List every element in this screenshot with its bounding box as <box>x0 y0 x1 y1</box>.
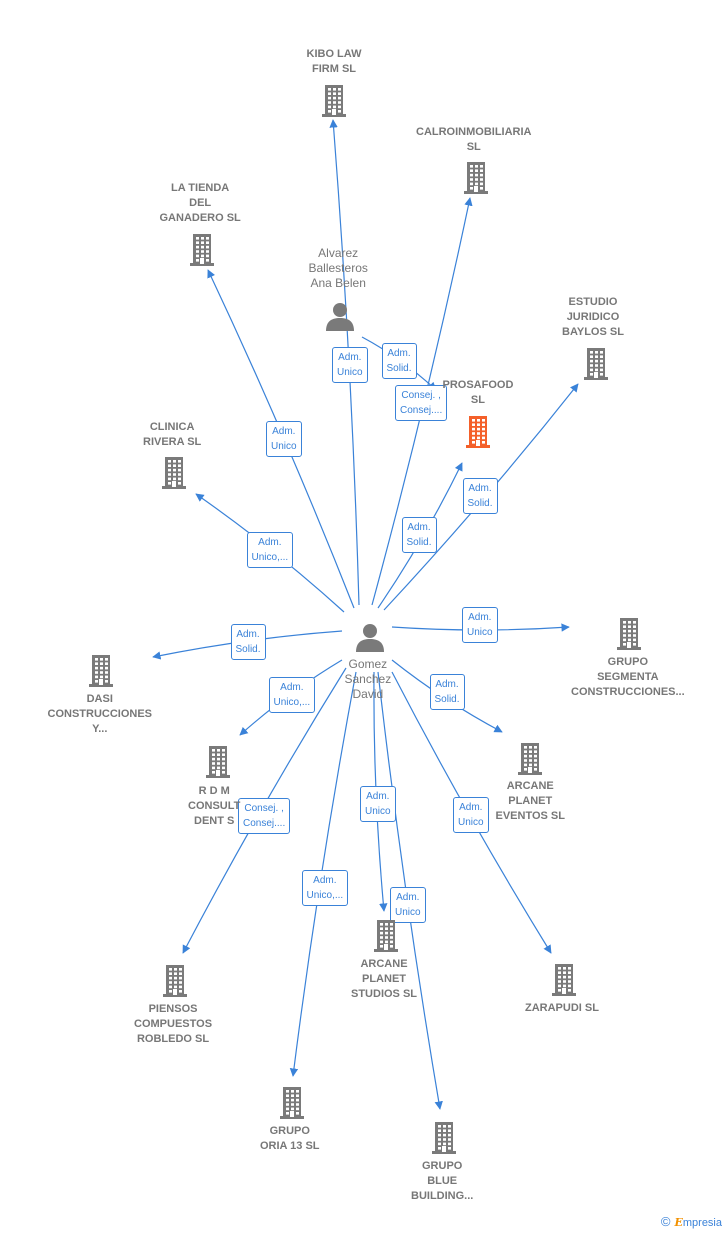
building-icon[interactable] <box>464 414 492 448</box>
edge-label-e_segmenta[interactable]: Adm. Unico <box>462 607 498 643</box>
company-label-estudio[interactable]: ESTUDIO JURIDICO BAYLOS SL <box>562 296 624 338</box>
edge-label-e_tienda[interactable]: Adm. Unico <box>266 421 302 457</box>
building-icon[interactable] <box>462 160 490 194</box>
company-label-oria[interactable]: GRUPO ORIA 13 SL <box>260 1125 320 1152</box>
company-label-arcane_st[interactable]: ARCANE PLANET STUDIOS SL <box>351 958 418 1000</box>
building-shape <box>432 1122 456 1154</box>
building-icon[interactable] <box>160 455 188 489</box>
company-label-rdm[interactable]: R D M CONSULT DENT S <box>188 785 241 827</box>
building-icon[interactable] <box>582 346 610 380</box>
edge-label-e_piensos[interactable]: Consej. , Consej.... <box>238 798 291 834</box>
building-icon[interactable] <box>204 744 232 778</box>
edge-label-e_arcane_ev[interactable]: Adm. Solid. <box>429 674 465 710</box>
brand-initial: E <box>674 1216 683 1229</box>
edge-label-e_blue[interactable]: Adm. Unico <box>390 887 426 923</box>
company-label-tienda[interactable]: LA TIENDA DEL GANADERO SL <box>159 182 241 224</box>
building-icon[interactable] <box>320 83 348 117</box>
company-label-segmenta[interactable]: GRUPO SEGMENTA CONSTRUCCIONES... <box>571 656 685 698</box>
building-icon[interactable] <box>615 616 643 650</box>
company-label-piensos[interactable]: PIENSOS COMPUESTOS ROBLEDO SL <box>134 1003 213 1045</box>
building-shape <box>163 965 187 997</box>
edge-label-e_arcane_st[interactable]: Adm. Unico <box>360 786 396 822</box>
company-label-dasi[interactable]: DASI CONSTRUCCIONES Y... <box>47 693 153 735</box>
brand-name: mpresia <box>682 1217 722 1229</box>
person-icon[interactable] <box>324 300 356 332</box>
brand-logo: ©Empresia <box>661 1214 722 1229</box>
person2-label[interactable]: Alvarez Ballesteros Ana Belen <box>308 246 368 290</box>
building-shape <box>162 457 186 489</box>
company-label-clinica[interactable]: CLINICA RIVERA SL <box>143 421 202 448</box>
building-icon[interactable] <box>278 1085 306 1119</box>
building-icon[interactable] <box>161 963 189 997</box>
company-label-calro[interactable]: CALROINMOBILIARIA SL <box>416 126 532 153</box>
building-shape <box>280 1087 304 1119</box>
edge-label-e_p2_solid[interactable]: Adm. Solid. <box>381 343 417 379</box>
person-shape <box>356 624 384 652</box>
building-shape <box>464 162 488 194</box>
company-label-prosa[interactable]: PROSAFOOD SL <box>442 379 514 406</box>
building-shape <box>89 655 113 687</box>
building-icon[interactable] <box>430 1120 458 1154</box>
edge-label-e_kibo[interactable]: Adm. Unico <box>332 347 368 383</box>
building-shape <box>552 964 576 996</box>
person-shape <box>326 303 354 331</box>
building-icon[interactable] <box>372 918 400 952</box>
building-shape <box>518 743 542 775</box>
edge-label-e_dasi[interactable]: Adm. Solid. <box>230 624 266 660</box>
building-shape <box>190 234 214 266</box>
edge-label-e_clinica[interactable]: Adm. Unico,... <box>246 532 294 568</box>
edge-label-e_oria[interactable]: Adm. Unico,... <box>301 870 349 906</box>
edge-label-e_calro[interactable]: Consej. , Consej.... <box>395 385 448 421</box>
edge-label-e_estudio[interactable]: Adm. Solid. <box>462 478 498 514</box>
edge-label-e_rdm[interactable]: Adm. Unico,... <box>268 677 316 713</box>
person-icon[interactable] <box>354 621 386 653</box>
building-shape <box>206 746 230 778</box>
copyright-symbol: © <box>660 1214 671 1229</box>
building-shape <box>466 416 490 448</box>
edge-label-e_zarapudi[interactable]: Adm. Unico <box>453 797 489 833</box>
building-icon[interactable] <box>550 962 578 996</box>
company-label-zarapudi[interactable]: ZARAPUDI SL <box>525 1002 599 1014</box>
company-label-arcane_ev[interactable]: ARCANE PLANET EVENTOS SL <box>495 780 565 822</box>
edge-label-e_prosa[interactable]: Adm. Solid. <box>401 517 437 553</box>
company-label-kibo[interactable]: KIBO LAW FIRM SL <box>306 48 362 75</box>
building-shape <box>374 920 398 952</box>
building-icon[interactable] <box>516 741 544 775</box>
building-shape <box>584 348 608 380</box>
company-label-blue[interactable]: GRUPO BLUE BUILDING... <box>411 1160 474 1202</box>
building-icon[interactable] <box>188 232 216 266</box>
center-person-label[interactable]: Gomez Sanchez David <box>344 657 392 701</box>
building-shape <box>617 618 641 650</box>
building-shape <box>322 85 346 117</box>
building-icon[interactable] <box>87 653 115 687</box>
